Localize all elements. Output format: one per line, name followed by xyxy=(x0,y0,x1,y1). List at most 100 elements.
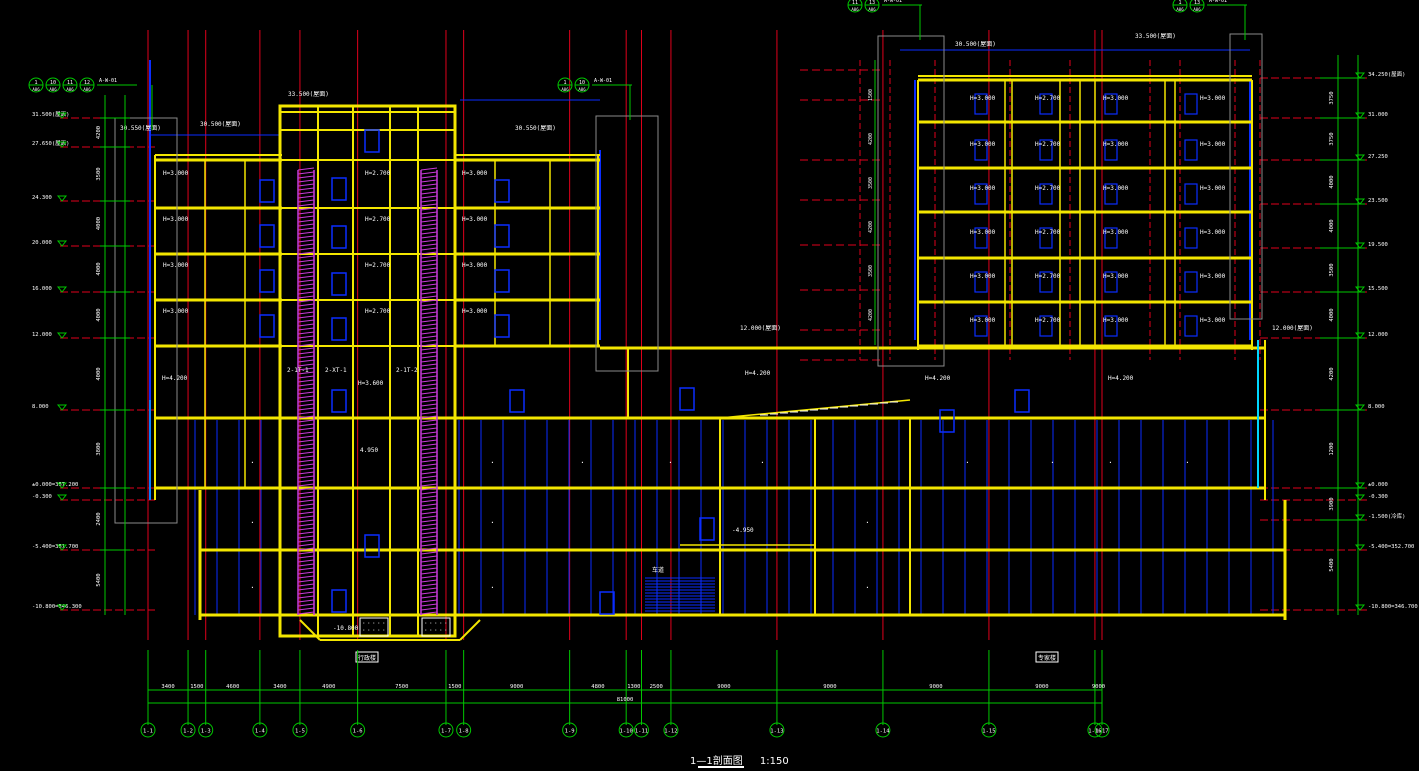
stair-tread xyxy=(297,555,315,559)
stair-tread xyxy=(297,263,315,267)
mid-level-label: 4.950 xyxy=(360,447,378,454)
stair-tread xyxy=(420,171,438,175)
stair-tread xyxy=(420,331,438,335)
right-level-label: -5.400=352.700 xyxy=(1368,544,1414,550)
callout-left-sheet: A06 xyxy=(49,87,57,92)
tower-door xyxy=(1104,183,1118,205)
door xyxy=(494,269,510,293)
left-level-label: 24.300 xyxy=(32,195,52,201)
stair-tread xyxy=(297,355,315,359)
stair-tread xyxy=(297,439,315,443)
tower-room-label: H=2.700 xyxy=(1035,229,1061,236)
stair-tread xyxy=(297,475,315,479)
axis-bubble-1-2 xyxy=(180,722,196,738)
stair-tread xyxy=(297,443,315,447)
left-level-label: -10.800=346.300 xyxy=(32,604,82,610)
dimension-lines: 4200350040004000400040003800240054003750… xyxy=(96,55,1365,725)
stair-tread xyxy=(420,535,438,539)
right-dim: 5400 xyxy=(1329,558,1335,571)
room-mark: · xyxy=(490,458,495,467)
stair-tread xyxy=(297,527,315,531)
level-triangle xyxy=(56,482,68,489)
stair-tread xyxy=(297,255,315,259)
axis-label-1-5: 1-5 xyxy=(295,729,305,735)
stair-tread xyxy=(420,191,438,195)
stair-tread xyxy=(420,267,438,271)
stair-tread xyxy=(297,207,315,211)
tower-door xyxy=(1039,227,1053,249)
tower-door xyxy=(1184,139,1198,161)
right-dim: 4000 xyxy=(1329,308,1335,321)
stair-tread xyxy=(297,307,315,311)
axis-bubble-1-11 xyxy=(633,722,649,738)
tower-room-label: H=3.000 xyxy=(1200,229,1226,236)
bay-frame-left xyxy=(114,117,178,524)
span-dim-text: 9000 xyxy=(1035,684,1048,690)
pit xyxy=(299,619,321,641)
stair-tread xyxy=(420,595,438,599)
label-admin: 行政楼 xyxy=(358,654,376,662)
callout-right2-num: 1 xyxy=(1178,0,1181,6)
room-label-right: H=3.000 xyxy=(462,170,488,177)
stair-tread xyxy=(420,375,438,379)
callout-right1-num: 11 xyxy=(852,0,858,6)
level-triangle xyxy=(56,240,68,247)
stair-tread xyxy=(297,503,315,507)
left-level-label: 16.000 xyxy=(32,286,52,292)
pit-hatch: · xyxy=(382,627,386,634)
stair-tread xyxy=(420,351,438,355)
stair-tread xyxy=(420,551,438,555)
stair-tread xyxy=(420,299,438,303)
stair-tread xyxy=(420,363,438,367)
tower-door xyxy=(1184,271,1198,293)
right-level-label: 23.500 xyxy=(1368,198,1388,204)
left-level-label: 20.000 xyxy=(32,240,52,246)
room-label-right: H=3.000 xyxy=(462,216,488,223)
callout-right2-sheet: A06 xyxy=(1176,7,1184,12)
stair-tread xyxy=(420,507,438,511)
stair-tread xyxy=(297,423,315,427)
pit-hatch: · xyxy=(367,627,371,634)
room-mark: · xyxy=(250,458,255,467)
axis-bubble-1-15 xyxy=(981,722,997,738)
level-triangle xyxy=(56,604,68,611)
stair-tread xyxy=(297,343,315,347)
pit-hatch: · xyxy=(424,620,428,627)
stair-tread xyxy=(420,355,438,359)
axis-label-1-15: 1-15 xyxy=(982,729,995,735)
room-mark: · xyxy=(250,583,255,592)
level-triangle-right xyxy=(1354,482,1366,489)
pit-hatch: · xyxy=(372,627,376,634)
roof-label-tower2: 33.500(屋面) xyxy=(1135,33,1176,40)
tower-door xyxy=(1184,315,1198,337)
axis-label-1-13: 1-13 xyxy=(770,729,783,735)
callout-mid-num: 10 xyxy=(579,80,585,86)
stair-tread xyxy=(297,451,315,455)
axis-bubble-1-8 xyxy=(456,722,472,738)
room-label-podium-mid: H=4.200 xyxy=(745,370,771,377)
tower-room-label: H=3.000 xyxy=(1200,273,1226,280)
stair-tread xyxy=(420,543,438,547)
span-dim-text: 4600 xyxy=(226,684,239,690)
tower-room-label: H=3.000 xyxy=(1103,141,1129,148)
stair-tread xyxy=(420,391,438,395)
tower-room-label: H=3.000 xyxy=(1200,141,1226,148)
stair-tread xyxy=(297,211,315,215)
tower-door xyxy=(1184,183,1198,205)
tower-door xyxy=(974,315,988,337)
stair-tread xyxy=(420,259,438,263)
stair-tread xyxy=(420,279,438,283)
stair-tread xyxy=(297,399,315,403)
stair-tread xyxy=(297,395,315,399)
stair-tread xyxy=(297,215,315,219)
level-triangle-right xyxy=(1354,514,1366,521)
stair-tread xyxy=(420,367,438,371)
stair-tread xyxy=(420,187,438,191)
stair-tread xyxy=(420,243,438,247)
stair-tread xyxy=(297,567,315,571)
stair-tread xyxy=(297,447,315,451)
span-dim-text: 2500 xyxy=(650,684,663,690)
door xyxy=(494,224,510,248)
stair-tread xyxy=(297,179,315,183)
bay-frame-mid xyxy=(595,115,659,372)
